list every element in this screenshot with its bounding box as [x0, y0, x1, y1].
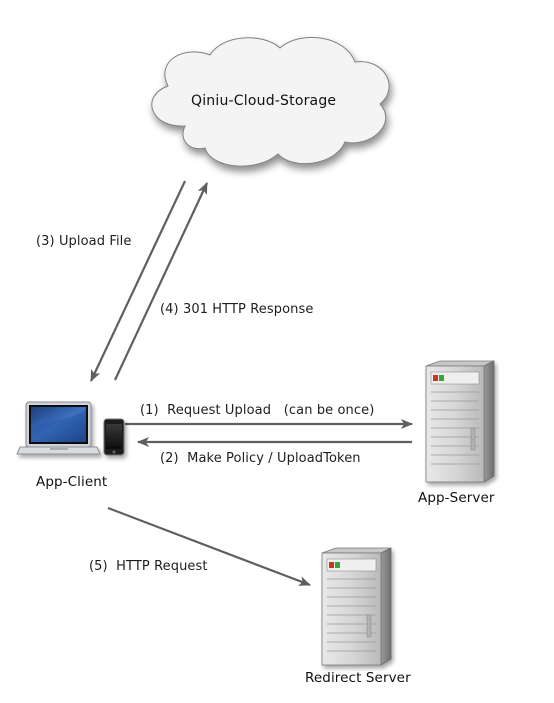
server-tower-icon [321, 547, 392, 666]
edge-label-make-policy: (2) Make Policy / UploadToken [160, 451, 361, 466]
cloud-icon [151, 36, 390, 167]
app-client-label: App-Client [36, 474, 108, 490]
edge-label-http-request: (5) HTTP Request [89, 559, 208, 574]
arrow-301-response [114, 182, 208, 381]
edge-label-upload-file: (3) Upload File [36, 234, 132, 249]
edge-label-request-upload: (1) Request Upload (can be once) [140, 403, 375, 418]
server-tower-icon [425, 360, 495, 483]
arrow-http-request [107, 506, 311, 587]
arrows [90, 180, 413, 587]
edge-label-301-response: (4) 301 HTTP Response [160, 302, 314, 317]
phone-icon [103, 418, 125, 456]
redirect-server-label: Redirect Server [305, 670, 411, 686]
app-server-label: App-Server [418, 490, 495, 506]
cloud-storage-label: Qiniu-Cloud-Storage [191, 93, 337, 109]
arrow-upload-file [90, 180, 186, 382]
laptop-icon [16, 401, 101, 455]
